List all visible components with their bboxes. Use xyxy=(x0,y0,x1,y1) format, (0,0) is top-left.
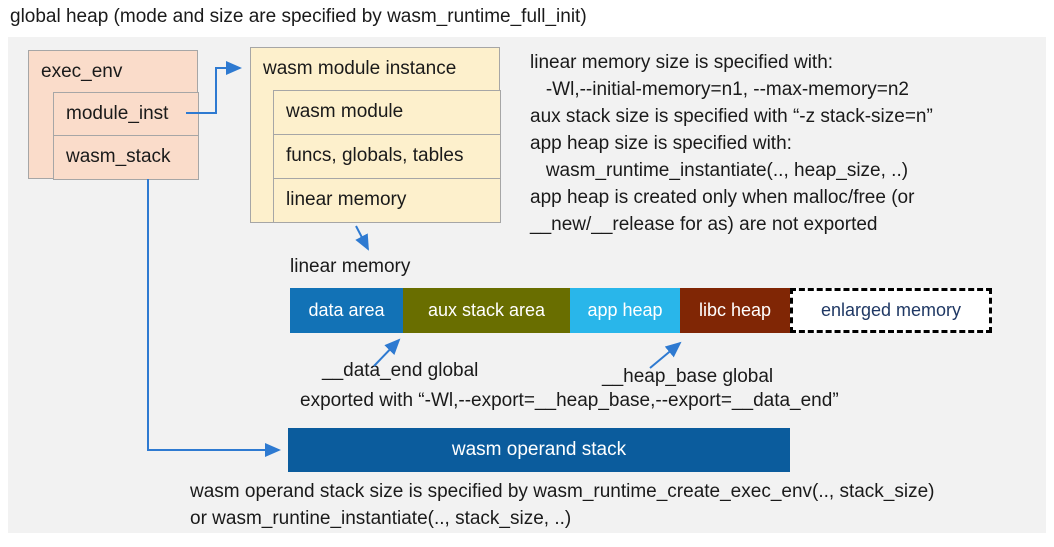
exec-env-box: exec_env module_inst wasm_stack xyxy=(28,50,199,180)
segment-enlarged-memory: enlarged memory xyxy=(790,288,992,333)
module-row-wasm-module: wasm module xyxy=(273,90,501,135)
info-line: linear memory size is specified with: xyxy=(530,52,834,73)
wasm-module-instance-header: wasm module instance xyxy=(263,58,457,79)
segment-aux-stack-area: aux stack area xyxy=(403,288,570,333)
size-info-text: linear memory size is specified with: -W… xyxy=(530,49,933,238)
segment-libc-heap: libc heap xyxy=(680,288,790,333)
info-line: aux stack size is specified with “-z sta… xyxy=(530,106,933,127)
exec-env-row-wasm-stack: wasm_stack xyxy=(53,135,199,180)
segment-app-heap: app heap xyxy=(570,288,680,333)
linear-memory-label: linear memory xyxy=(290,256,411,277)
operand-stack-note: wasm operand stack size is specified by … xyxy=(190,478,935,532)
data-end-global-label: __data_end global xyxy=(322,360,479,381)
operand-stack-note-line: wasm operand stack size is specified by … xyxy=(190,481,935,502)
exec-env-header: exec_env xyxy=(41,61,123,82)
info-line: app heap is created only when malloc/fre… xyxy=(530,187,915,208)
info-line: app heap size is specified with: xyxy=(530,133,792,154)
wasm-module-instance-box: wasm module instance wasm module funcs, … xyxy=(250,47,501,223)
segment-data-area: data area xyxy=(290,288,403,333)
heap-base-global-label: __heap_base global xyxy=(602,366,774,387)
module-row-funcs-globals-tables: funcs, globals, tables xyxy=(273,134,501,179)
diagram-title: global heap (mode and size are specified… xyxy=(10,6,587,27)
exec-env-row-module-inst: module_inst xyxy=(53,92,199,136)
module-row-linear-memory: linear memory xyxy=(273,178,501,223)
info-line: __new/__release for as) are not exported xyxy=(530,214,878,235)
info-line: wasm_runtime_instantiate(.., heap_size, … xyxy=(530,160,909,181)
info-line: -Wl,--initial-memory=n1, --max-memory=n2 xyxy=(530,79,909,100)
wasm-operand-stack-box: wasm operand stack xyxy=(288,428,790,472)
operand-stack-note-line: or wasm_runtine_instantiate(.., stack_si… xyxy=(190,508,572,529)
exported-flags-label: exported with “-Wl,--export=__heap_base,… xyxy=(300,390,839,411)
